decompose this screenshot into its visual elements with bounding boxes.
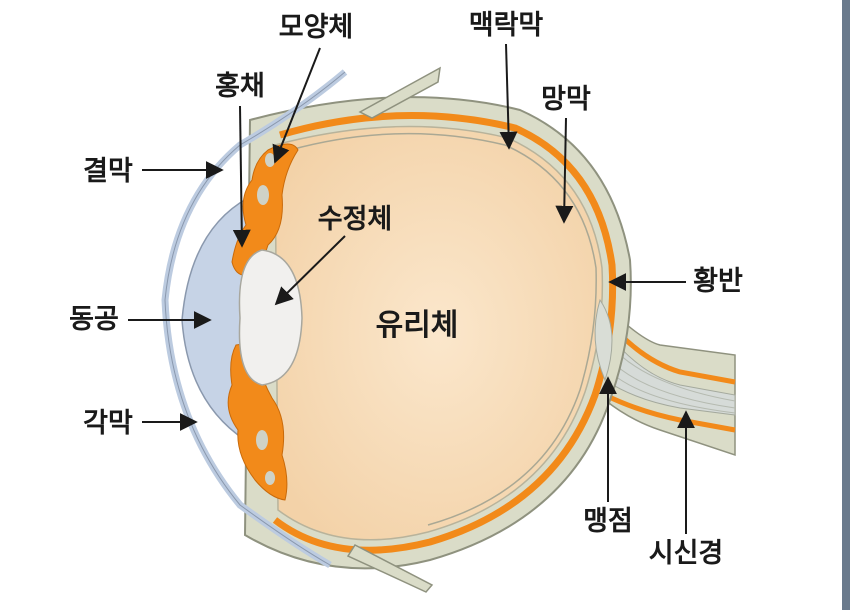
- ciliary-process-2: [265, 153, 275, 167]
- conjunctiva-line-edge: [164, 71, 346, 566]
- label-retina: 망막: [541, 84, 591, 115]
- label-ciliary-body: 모양체: [279, 12, 354, 43]
- label-blind-spot: 맹점: [583, 506, 633, 537]
- label-choroid: 맥락막: [469, 10, 544, 41]
- label-lens: 수정체: [318, 204, 393, 235]
- optic-disc: [594, 298, 613, 382]
- ciliary-process-4: [265, 471, 275, 485]
- lens: [238, 249, 303, 386]
- retina-layer: [289, 132, 597, 526]
- arrow-iris: [232, 105, 251, 248]
- ciliary-process-3: [256, 430, 268, 450]
- label-cornea: 각막: [83, 408, 133, 439]
- label-conjunctiva: 결막: [83, 156, 133, 187]
- label-iris: 홍채: [215, 71, 265, 102]
- arrow-retina: [555, 117, 574, 224]
- arrow-choroid: [499, 43, 518, 150]
- right-edge-bar: [842, 0, 850, 610]
- arrow-lens: [274, 235, 346, 306]
- label-pupil: 동공: [69, 304, 119, 335]
- upper-lid-tissue: [358, 66, 441, 119]
- label-optic-nerve: 시신경: [649, 538, 724, 569]
- label-macula: 황반: [693, 266, 743, 297]
- arrow-ciliary-body: [272, 47, 321, 164]
- lower-lid-tissue: [346, 544, 434, 593]
- label-vitreous: 유리체: [376, 308, 459, 343]
- ciliary-process-1: [257, 185, 269, 205]
